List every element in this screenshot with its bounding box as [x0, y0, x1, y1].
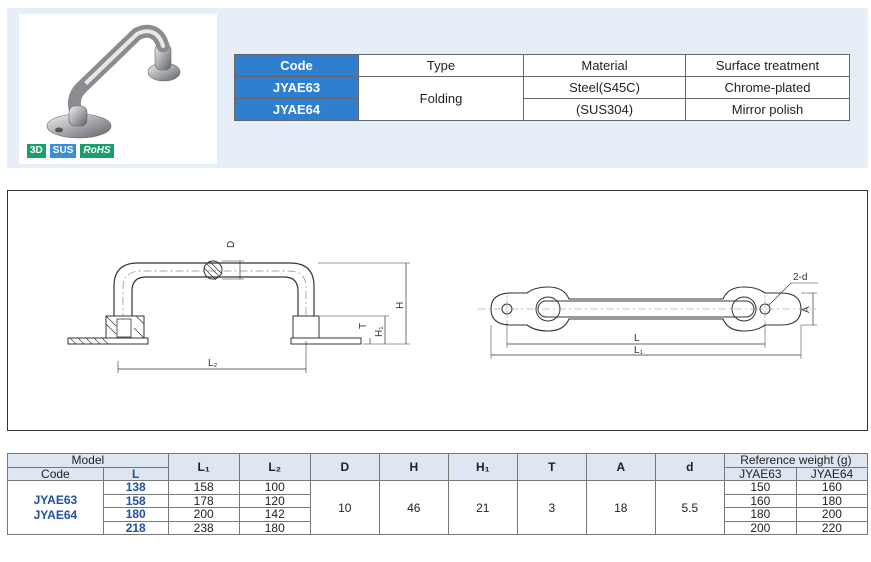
header-d: D: [309, 453, 380, 481]
cell-l2: 180: [238, 520, 311, 535]
badge-3d: 3D: [27, 144, 46, 158]
table-row: JYAE63 JYAE64 138 158 100 10 46 21 3 18 …: [7, 480, 869, 535]
product-photo: 3D SUS RoHS: [19, 14, 217, 164]
spec-header-type: Type: [358, 54, 524, 77]
cell-l: 158: [102, 493, 169, 508]
spec-surface: Mirror polish: [685, 98, 850, 121]
label-l1: L₁: [634, 345, 644, 356]
cell-a: 18: [585, 480, 656, 535]
label-h1: H₁: [374, 326, 385, 337]
cell-t: 3: [516, 480, 587, 535]
label-l2: L₂: [208, 358, 218, 369]
spec-header-code: Code: [234, 54, 359, 77]
cell-l: 138: [102, 480, 169, 495]
cell-d: 10: [309, 480, 380, 535]
spec-row: JYAE64 (SUS304) Mirror polish: [234, 98, 850, 121]
cell-l1: 178: [167, 493, 240, 508]
cell-h1: 21: [447, 480, 518, 535]
header-weight: Reference weight (g): [723, 453, 869, 468]
header-model: Model: [7, 453, 169, 468]
header-l: L: [102, 466, 169, 481]
table-row: 180 200 142 180 200: [8, 507, 869, 522]
header-l2: L₂: [238, 453, 311, 481]
cell-l1: 200: [167, 507, 240, 522]
spec-header-surface: Surface treatment: [685, 54, 850, 77]
cell-h: 46: [378, 480, 449, 535]
drawing-canvas: D H H₁ T L₂ L L₁ A 2-d: [67, 241, 818, 373]
spec-header-row: Code Type Material Surface treatment: [234, 54, 850, 77]
label-2d: 2-d: [793, 272, 807, 283]
header-weight-jyae64: JYAE64: [795, 466, 869, 481]
cell-l: 218: [102, 520, 169, 535]
cell-l1: 158: [167, 480, 240, 495]
spec-table: Code Type Material Surface treatment JYA…: [234, 54, 850, 121]
cell-l: 180: [102, 507, 169, 522]
cell-weight-jyae64: 180: [795, 493, 869, 508]
label-t: T: [358, 323, 369, 329]
header-h1: H₁: [447, 453, 518, 481]
spec-type: Folding: [358, 76, 524, 121]
label-d: D: [226, 241, 237, 248]
table-row: 218 238 180 200 220: [8, 520, 869, 535]
cell-weight-jyae64: 160: [795, 480, 869, 495]
label-a: A: [801, 306, 812, 313]
badge-group: 3D SUS RoHS: [27, 144, 114, 158]
header-weight-jyae63: JYAE63: [723, 466, 797, 481]
code-cell: JYAE63 JYAE64: [7, 480, 104, 535]
spec-surface: Chrome-plated: [685, 76, 850, 99]
badge-sus: SUS: [49, 144, 77, 158]
dimensions-table: Model L₁ L₂ D H H₁ T A d Reference weigh…: [7, 453, 869, 535]
technical-drawing: D H H₁ T L₂ L L₁ A 2-d: [7, 190, 868, 431]
cell-d-small: 5.5: [654, 480, 725, 535]
dims-header-row-2: Code L JYAE63 JYAE64: [7, 466, 869, 481]
table-row: 158 178 120 160 180: [8, 493, 869, 508]
spec-row: JYAE63 Folding Steel(S45C) Chrome-plated: [234, 76, 850, 121]
code-jyae63: JYAE63: [33, 492, 78, 507]
label-h: H: [395, 302, 406, 309]
header-a: A: [585, 453, 656, 481]
product-header-band: 3D SUS RoHS Code Type Material Surface t…: [7, 8, 868, 168]
cell-l2: 100: [238, 480, 311, 495]
cell-weight-jyae63: 200: [723, 520, 797, 535]
cell-l1: 238: [167, 520, 240, 535]
header-t: T: [516, 453, 587, 481]
cell-weight-jyae63: 180: [723, 507, 797, 522]
spec-code: JYAE63: [234, 76, 359, 99]
spec-material: (SUS304): [523, 98, 686, 121]
cell-l2: 142: [238, 507, 311, 522]
cell-l2: 120: [238, 493, 311, 508]
spec-header-material: Material: [523, 54, 686, 77]
header-h: H: [378, 453, 449, 481]
cell-weight-jyae64: 200: [795, 507, 869, 522]
handle-photo-illustration: [46, 24, 181, 139]
cell-weight-jyae64: 220: [795, 520, 869, 535]
cell-weight-jyae63: 150: [723, 480, 797, 495]
dims-header-row-1: Model L₁ L₂ D H H₁ T A d Reference weigh…: [7, 453, 869, 481]
header-d-small: d: [654, 453, 725, 481]
cell-weight-jyae63: 160: [723, 493, 797, 508]
spec-code: JYAE64: [234, 98, 359, 121]
badge-rohs: RoHS: [80, 144, 114, 158]
spec-material: Steel(S45C): [523, 76, 686, 99]
header-code: Code: [7, 466, 104, 481]
code-jyae64: JYAE64: [33, 507, 78, 522]
header-l1: L₁: [167, 453, 240, 481]
label-l: L: [634, 333, 640, 344]
